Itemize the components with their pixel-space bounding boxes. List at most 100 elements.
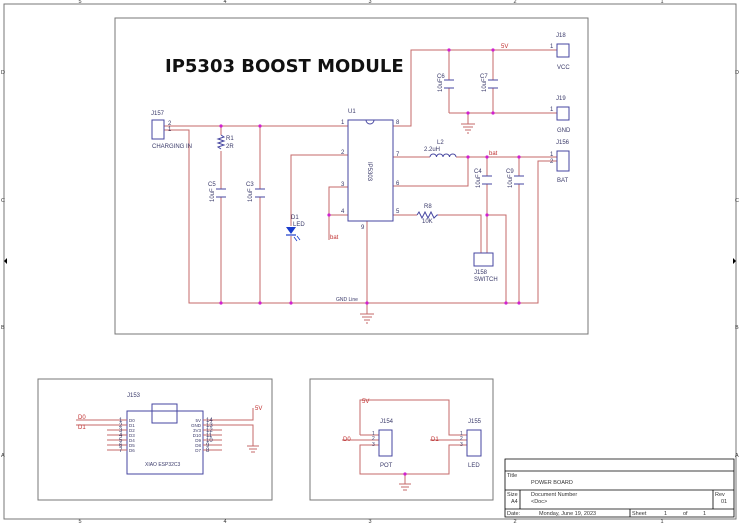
net-label-5v: 5V bbox=[255, 406, 262, 412]
ic-u1 bbox=[347, 119, 394, 222]
net-label-d1: D1 bbox=[431, 437, 439, 443]
label-text: 10uF bbox=[476, 174, 482, 188]
label-text: 14 bbox=[206, 418, 213, 424]
label-text: D4 bbox=[129, 438, 135, 443]
label-text: D8 bbox=[195, 443, 201, 448]
label-text: J154 bbox=[380, 419, 394, 425]
pin-number: 1 bbox=[168, 127, 172, 133]
value-l2: 2.2uH bbox=[424, 147, 440, 153]
resistor-r1 bbox=[216, 134, 226, 150]
label-text: J155 bbox=[468, 419, 482, 425]
block-frame bbox=[309, 378, 494, 501]
label-text: 3 bbox=[119, 428, 123, 434]
ref-j158: J158 bbox=[474, 270, 488, 276]
label-text: D0 bbox=[129, 418, 135, 423]
label-led: LED bbox=[468, 463, 480, 469]
label-text: D7 bbox=[195, 448, 201, 453]
col-label: 3 bbox=[368, 0, 371, 5]
pin-number: 4 bbox=[341, 209, 345, 215]
label-text: 12 bbox=[206, 428, 213, 434]
pin-number: 1 bbox=[550, 107, 554, 113]
label-text: 10uF bbox=[210, 188, 216, 202]
col-label: 1 bbox=[660, 519, 663, 523]
io-block: 5V D0 D1 J154 POT 1 2 3 J155 LED 1 2 3 bbox=[309, 378, 494, 501]
label-text: 1 bbox=[703, 511, 706, 517]
label-text: C5 bbox=[208, 182, 216, 188]
connector-j156 bbox=[556, 150, 570, 172]
label-text: 4 bbox=[119, 433, 123, 439]
label-text: D3 bbox=[129, 433, 135, 438]
block-frame bbox=[114, 17, 589, 335]
label-text: 3 bbox=[372, 442, 375, 448]
label-text: D6 bbox=[129, 448, 135, 453]
label-text: D1 bbox=[129, 423, 135, 428]
ref-l2: L2 bbox=[437, 140, 444, 146]
label-text: GND bbox=[191, 423, 202, 428]
net-label-d0: D0 bbox=[343, 437, 351, 443]
label-text: 2 bbox=[119, 423, 123, 429]
label-text: C9 bbox=[506, 169, 514, 175]
net-label-d1: D1 bbox=[78, 425, 86, 431]
connector-j157 bbox=[151, 119, 165, 140]
label-text: Size bbox=[507, 492, 518, 498]
label-text: of bbox=[683, 511, 688, 517]
label-text: 3V3 bbox=[193, 428, 202, 433]
pin-number: 9 bbox=[361, 225, 365, 231]
pin-number: 8 bbox=[396, 120, 400, 126]
ic-part-name: IP5303 bbox=[366, 162, 372, 182]
net-label-bat: bat bbox=[330, 235, 339, 241]
sheet-border bbox=[3, 3, 737, 520]
ref-j19: J19 bbox=[556, 96, 566, 102]
pin-number: 1 bbox=[341, 120, 345, 126]
pin-number: 7 bbox=[396, 152, 400, 158]
label-text: Sheet bbox=[632, 511, 647, 517]
block-frame bbox=[37, 378, 273, 501]
label-text: D1 bbox=[291, 215, 299, 221]
label-text: 01 bbox=[721, 499, 727, 505]
col-label: 4 bbox=[223, 519, 226, 523]
col-label: 5 bbox=[78, 0, 81, 5]
label-text: LED bbox=[293, 222, 305, 228]
row-label: A bbox=[1, 453, 5, 459]
label-charging-in: CHARGING IN bbox=[152, 144, 192, 150]
label-text: 10uF bbox=[482, 78, 488, 92]
label-pot: POT bbox=[380, 463, 393, 469]
ref-j18: J18 bbox=[556, 33, 566, 39]
label-text: 5 bbox=[119, 438, 123, 444]
capacitor-c3: C3 10uF bbox=[246, 182, 265, 202]
pin-number: 1 bbox=[550, 152, 554, 158]
label-text: D10 bbox=[193, 433, 202, 438]
col-label: 1 bbox=[660, 0, 663, 5]
row-label: C bbox=[735, 198, 739, 204]
label-text: 10uF bbox=[508, 174, 514, 188]
label-text: 9 bbox=[206, 443, 210, 449]
module-part-name: XIAO ESP32C3 bbox=[145, 462, 181, 468]
pin-number: 2 bbox=[550, 159, 554, 165]
connector-j158 bbox=[473, 252, 494, 267]
label-gnd: GND bbox=[557, 128, 571, 134]
label-text: 11 bbox=[206, 433, 213, 439]
label-text: 10uF bbox=[438, 78, 444, 92]
label-text: <Doc> bbox=[531, 499, 547, 505]
col-label: 4 bbox=[223, 0, 226, 5]
junction-dots bbox=[219, 48, 521, 305]
label-text: 1 bbox=[664, 511, 667, 517]
col-label: 5 bbox=[78, 519, 81, 523]
label-text: Rev bbox=[715, 492, 725, 498]
net-label-5v: 5V bbox=[362, 399, 369, 405]
led-d1-icon: D1 LED bbox=[286, 215, 305, 242]
label-text: 8 bbox=[206, 448, 210, 454]
ground-icon bbox=[360, 313, 374, 324]
label-switch: SWITCH bbox=[474, 277, 498, 283]
connector-j18 bbox=[556, 43, 570, 58]
label-vcc: VCC bbox=[557, 65, 570, 71]
ground-icon bbox=[247, 445, 259, 453]
resistor-r8 bbox=[416, 210, 438, 220]
label-text: C4 bbox=[474, 169, 482, 175]
title-block: Title POWER BOARD Size A4 Document Numbe… bbox=[504, 458, 735, 518]
connector-j154-pot bbox=[378, 429, 393, 457]
label-text: 1 bbox=[460, 431, 463, 437]
value-r8: 10K bbox=[422, 219, 433, 225]
label-text: 6 bbox=[119, 443, 123, 449]
